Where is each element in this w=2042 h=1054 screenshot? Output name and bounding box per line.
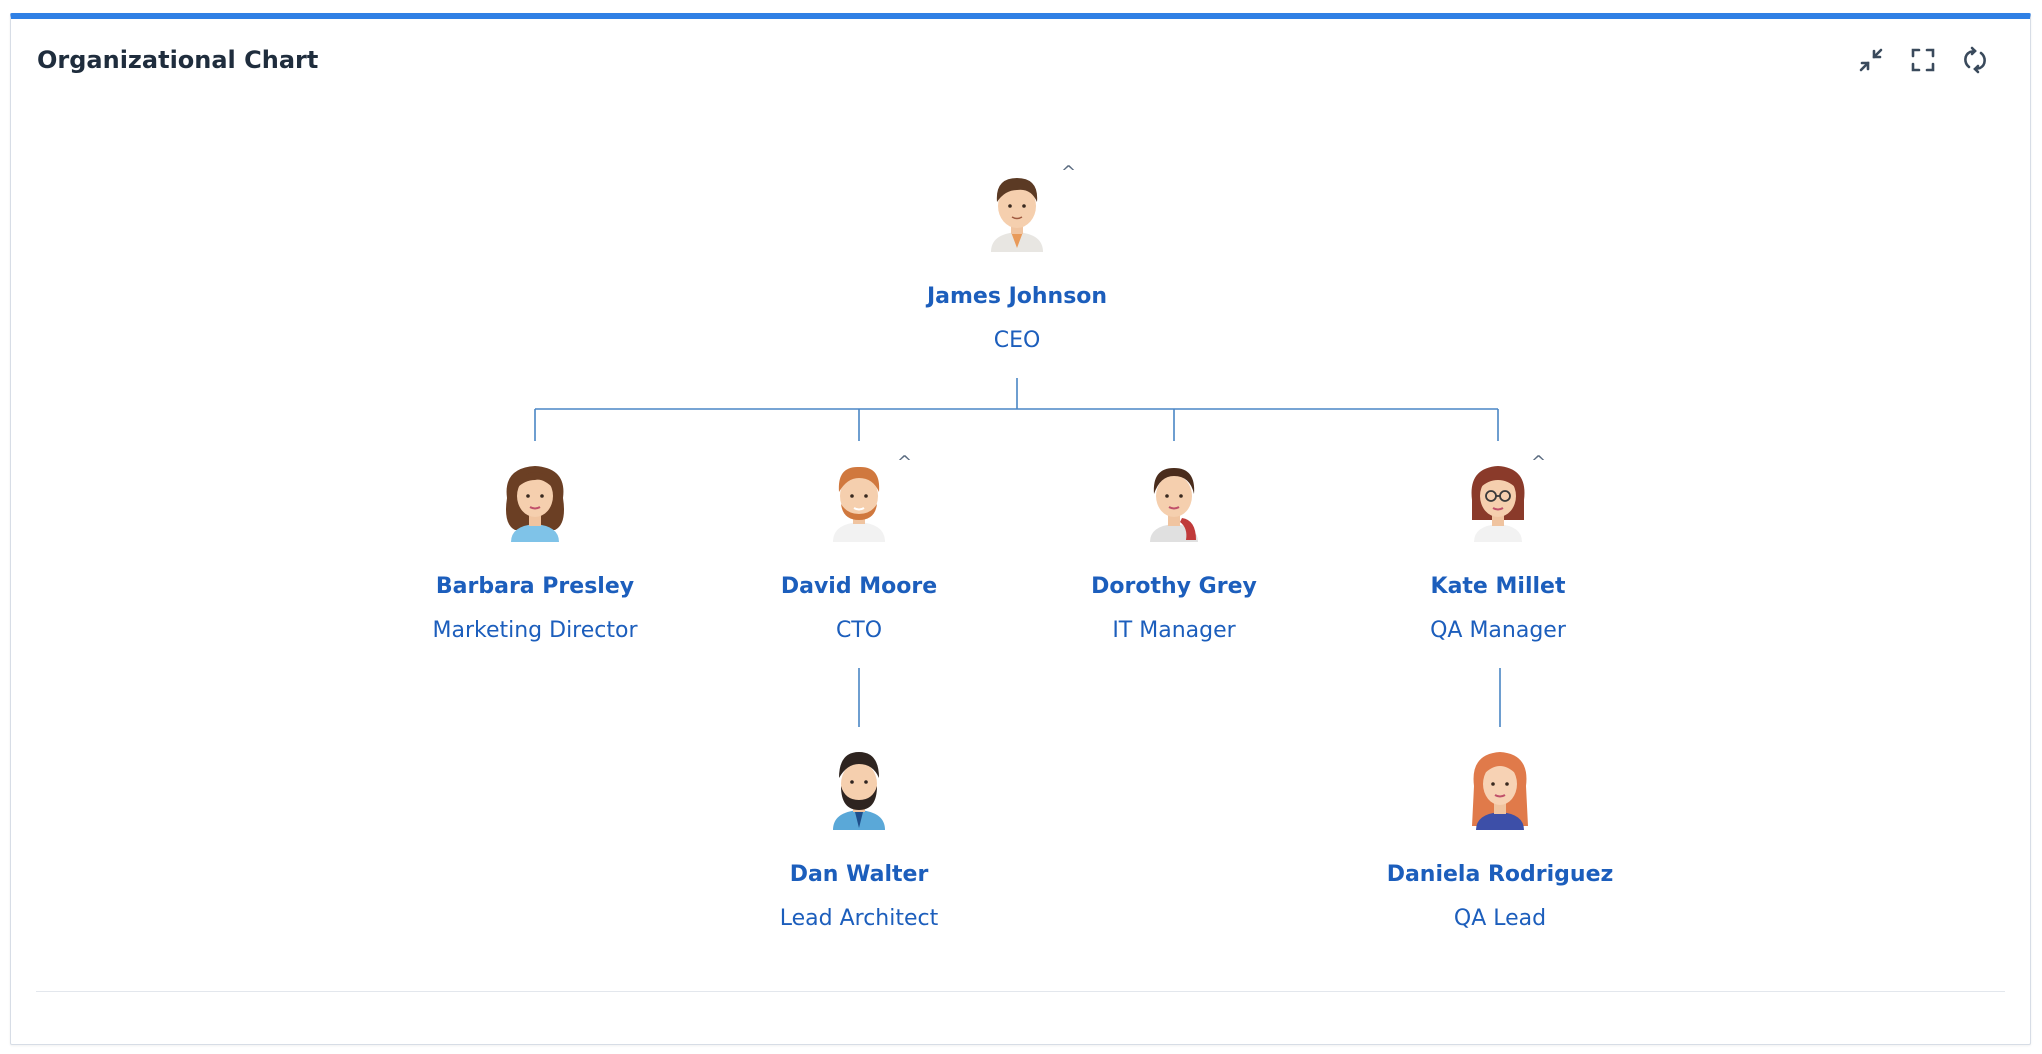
fullscreen-icon[interactable] (1908, 45, 1938, 75)
node-name: Barbara Presley (435, 574, 635, 599)
collapse-toggle-david[interactable]: ^ (897, 452, 913, 473)
female-avatar-icon (506, 466, 564, 542)
org-node-daniela[interactable]: Daniela Rodriguez QA Lead (1370, 746, 1630, 931)
node-name: Dorothy Grey (1091, 574, 1257, 599)
node-title: QA Lead (1453, 906, 1547, 931)
node-title: Lead Architect (779, 906, 939, 931)
card-toolbar (1856, 45, 1990, 75)
male-avatar-icon (833, 752, 885, 830)
card-title: Organizational Chart (37, 46, 319, 74)
node-title: CEO (993, 328, 1041, 353)
node-name: James Johnson (926, 284, 1108, 309)
female-avatar-icon (1471, 466, 1525, 542)
org-node-kate[interactable]: Kate Millet QA Manager (1368, 458, 1628, 643)
org-node-barbara[interactable]: Barbara Presley Marketing Director (405, 458, 665, 643)
node-title: IT Manager (1112, 618, 1236, 643)
minimize-icon[interactable] (1856, 45, 1886, 75)
node-title: CTO (835, 618, 883, 643)
node-name: Daniela Rodriguez (1386, 862, 1614, 887)
refresh-icon[interactable] (1960, 45, 1990, 75)
footer-divider (36, 991, 2005, 992)
node-name: Dan Walter (789, 862, 929, 887)
node-name: David Moore (780, 574, 938, 599)
female-avatar-icon (1150, 468, 1198, 542)
node-name: Kate Millet (1430, 574, 1566, 599)
collapse-toggle-ceo[interactable]: ^ (1061, 162, 1077, 183)
male-avatar-icon (833, 466, 885, 542)
female-avatar-icon (1472, 752, 1528, 830)
male-avatar-icon (991, 178, 1043, 252)
org-node-dorothy[interactable]: Dorothy Grey IT Manager (1044, 458, 1304, 643)
org-node-david[interactable]: David Moore CTO (729, 458, 989, 643)
org-node-dan[interactable]: Dan Walter Lead Architect (729, 746, 989, 931)
collapse-toggle-kate[interactable]: ^ (1531, 452, 1547, 473)
org-node-ceo[interactable]: James Johnson CEO (887, 168, 1147, 353)
node-title: Marketing Director (432, 618, 638, 643)
node-title: QA Manager (1430, 618, 1566, 643)
